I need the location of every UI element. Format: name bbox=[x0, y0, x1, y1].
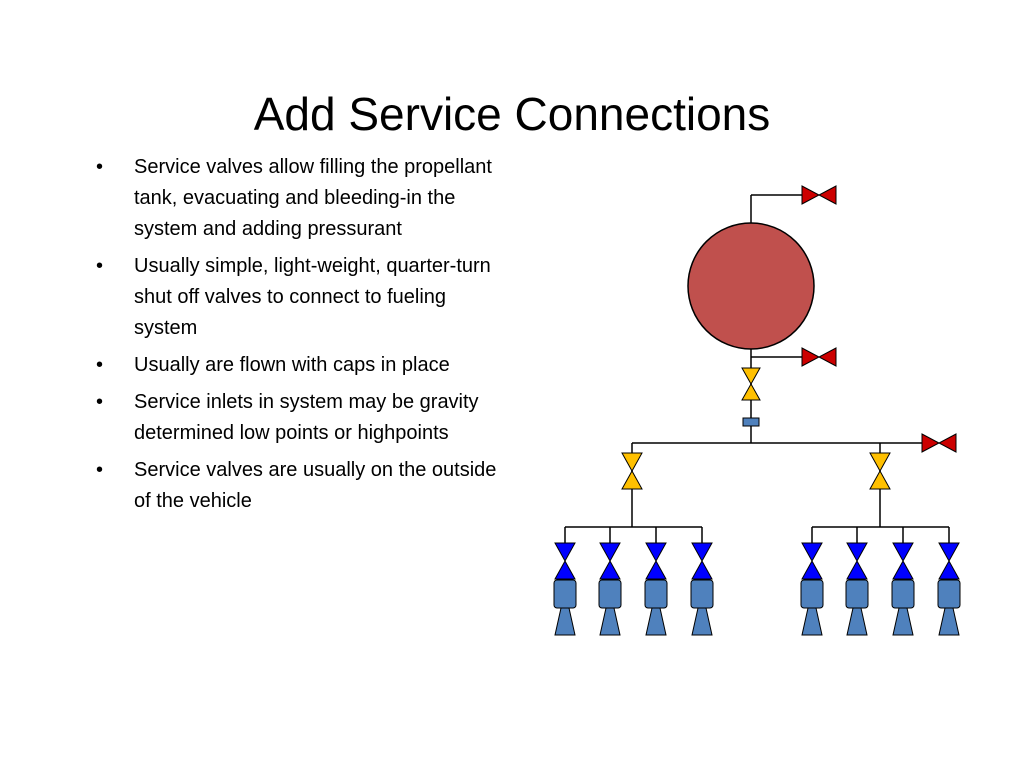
thruster-nozzle-icon bbox=[846, 607, 868, 636]
service-valve-icon bbox=[817, 347, 837, 367]
thruster-valve-icon bbox=[801, 542, 823, 563]
thruster-valve-icon bbox=[846, 559, 868, 580]
thruster-body bbox=[800, 579, 824, 609]
isolation-valve-icon bbox=[621, 452, 643, 473]
bullet-icon: • bbox=[96, 459, 104, 481]
service-valve-icon bbox=[937, 433, 957, 453]
service-valve-icon bbox=[801, 185, 821, 205]
service-valve-icon bbox=[817, 185, 837, 205]
thruster-valve-icon bbox=[691, 542, 713, 563]
propellant-tank bbox=[687, 222, 815, 350]
thruster-valve-icon bbox=[645, 559, 667, 580]
bullet-icon: • bbox=[96, 255, 104, 277]
filter-icon bbox=[742, 417, 760, 427]
slide-title: Add Service Connections bbox=[253, 87, 771, 140]
thruster-body bbox=[598, 579, 622, 609]
thruster-valve-icon bbox=[599, 559, 621, 580]
propulsion-schematic bbox=[540, 175, 980, 645]
isolation-valve-icon bbox=[741, 367, 761, 386]
bullet-icon: • bbox=[96, 391, 104, 413]
isolation-valve-icon bbox=[741, 382, 761, 401]
thruster-valve-icon bbox=[938, 559, 960, 580]
thruster-nozzle-icon bbox=[691, 607, 713, 636]
thruster-valve-icon bbox=[554, 559, 576, 580]
isolation-valve-icon bbox=[621, 469, 643, 490]
thruster-body bbox=[690, 579, 714, 609]
isolation-valve-icon bbox=[869, 452, 891, 473]
thruster-valve-icon bbox=[554, 542, 576, 563]
thruster-body bbox=[644, 579, 668, 609]
thruster-valve-icon bbox=[938, 542, 960, 563]
bullet-item: • Usually are flown with caps in place bbox=[90, 350, 510, 381]
thruster-valve-icon bbox=[846, 542, 868, 563]
thruster-valve-icon bbox=[892, 542, 914, 563]
thruster-valve-icon bbox=[892, 559, 914, 580]
bullet-text: Usually simple, light-weight, quarter-tu… bbox=[134, 255, 491, 339]
thruster-nozzle-icon bbox=[892, 607, 914, 636]
thruster-nozzle-icon bbox=[938, 607, 960, 636]
thruster-nozzle-icon bbox=[554, 607, 576, 636]
thruster-valve-icon bbox=[645, 542, 667, 563]
thruster-nozzle-icon bbox=[599, 607, 621, 636]
thruster-nozzle-icon bbox=[801, 607, 823, 636]
bullet-icon: • bbox=[96, 156, 104, 178]
thruster-body bbox=[891, 579, 915, 609]
bullet-item: • Service valves allow filling the prope… bbox=[90, 152, 510, 245]
thruster-body bbox=[553, 579, 577, 609]
bullet-text: Service inlets in system may be gravity … bbox=[134, 391, 479, 444]
bullet-icon: • bbox=[96, 354, 104, 376]
thruster-valve-icon bbox=[691, 559, 713, 580]
bullet-item: • Service valves are usually on the outs… bbox=[90, 455, 510, 517]
thruster-nozzle-icon bbox=[645, 607, 667, 636]
thruster-valve-icon bbox=[599, 542, 621, 563]
bullet-list: • Service valves allow filling the prope… bbox=[90, 152, 510, 523]
service-valve-icon bbox=[801, 347, 821, 367]
thruster-body bbox=[845, 579, 869, 609]
propulsion-schematic-svg bbox=[553, 185, 961, 636]
thruster-valve-icon bbox=[801, 559, 823, 580]
bullet-text: Service valves allow filling the propell… bbox=[134, 156, 492, 240]
bullet-item: • Usually simple, light-weight, quarter-… bbox=[90, 251, 510, 344]
isolation-valve-icon bbox=[869, 469, 891, 490]
service-valve-icon bbox=[921, 433, 941, 453]
thruster-body bbox=[937, 579, 961, 609]
bullet-item: • Service inlets in system may be gravit… bbox=[90, 387, 510, 449]
bullet-text: Service valves are usually on the outsid… bbox=[134, 459, 497, 512]
bullet-text: Usually are flown with caps in place bbox=[134, 354, 450, 376]
